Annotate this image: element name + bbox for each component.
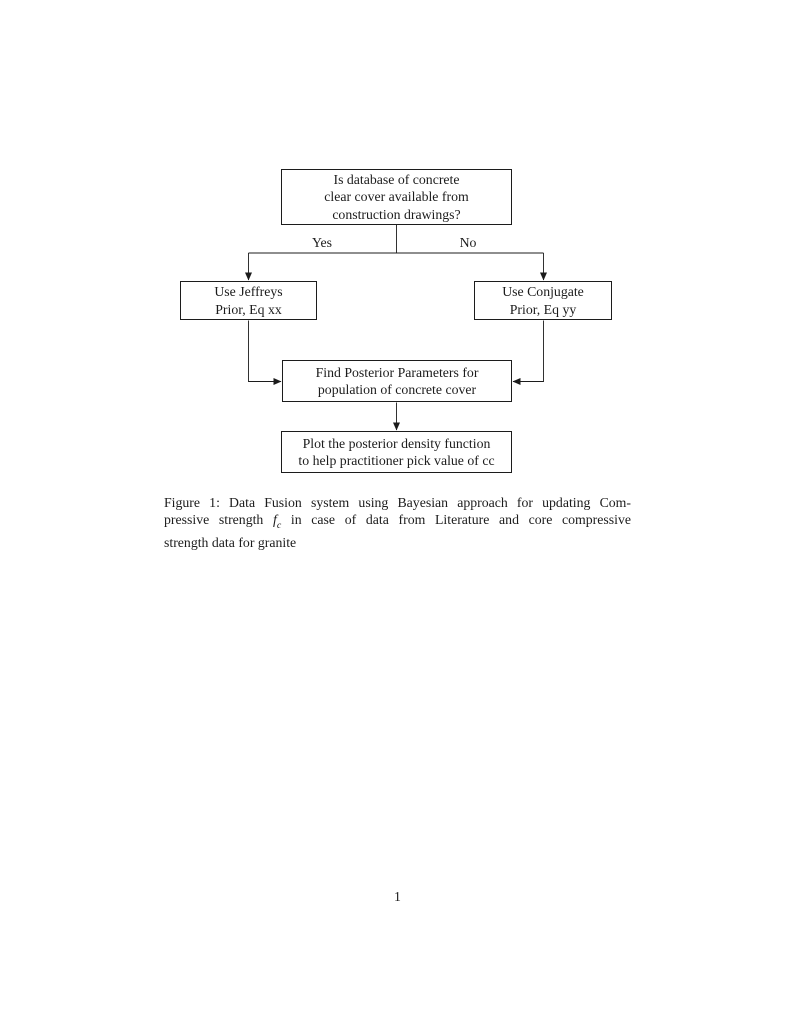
math-fc-subscript: c [276,520,282,532]
caption-text: in case of data from Literature and core… [281,512,631,528]
node-text-line: construction drawings? [332,206,461,222]
node-text-line: Prior, Eq yy [509,301,577,317]
page-number: 1 [394,889,401,904]
node-text-line: Plot the posterior density function [302,435,491,451]
flowchart-node-jeffreys-prior: Use Jeffreys Prior, Eq xx [180,281,317,320]
connector-conjugate-posterior [512,320,544,385]
node-text-line: Use Jeffreys [214,284,283,300]
node-text-line: Find Posterior Parameters for [315,364,479,380]
caption-line-3: strength data for granite [164,535,297,551]
connector-decision-split [248,225,544,254]
flowchart-node-posterior-parameters: Find Posterior Parameters for population… [282,360,512,402]
caption-line-2: pressive strength fc in case of data fro… [164,511,631,534]
caption-line-1: Figure 1: Data Fusion system using Bayes… [164,495,631,510]
connector-jeffreys-posterior [248,320,282,385]
figure-caption: Figure 1: Data Fusion system using Bayes… [164,494,631,552]
caption-text: pressive strength [164,512,273,528]
node-text-line: population of concrete cover [317,382,477,397]
node-text-line: Is database of concrete [333,171,460,187]
edge-label-no: No [459,235,477,250]
flowchart-node-plot-density: Plot the posterior density function to h… [281,431,512,473]
flowchart-node-conjugate-prior: Use Conjugate Prior, Eq yy [474,281,612,320]
node-text-line: Prior, Eq xx [215,301,282,317]
node-text-line: clear cover available from [324,189,469,205]
math-fc-variable: f [273,512,277,528]
flowchart-node-decision: Is database of concrete clear cover avai… [281,169,512,225]
node-text-line: to help practitioner pick value of cc [298,453,495,468]
edge-label-yes: Yes [311,235,333,250]
node-text-line: Use Conjugate [502,284,584,300]
